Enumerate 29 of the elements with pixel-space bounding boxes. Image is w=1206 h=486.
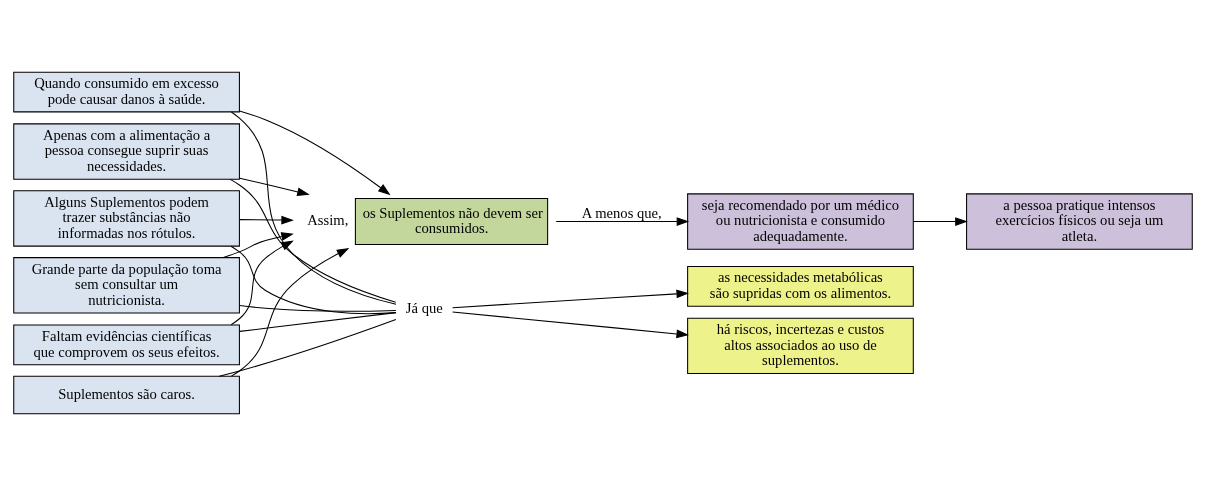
node-text: Já que	[405, 300, 443, 317]
node-box: a pessoa pratique intensos exercícios físicos ou seja um atleta.	[966, 193, 1193, 250]
edge-label: A menos que,	[581, 204, 662, 221]
node-box: seja recomendado por um médico ou nutricionista e consumido adequadamente.	[687, 193, 914, 250]
connector	[218, 319, 397, 377]
arrow	[239, 215, 294, 225]
arrow	[222, 232, 294, 259]
node-box: Faltam evidências científicas que comprovem os seus efeitos.	[13, 324, 240, 366]
node-box: Suplementos são caros.	[13, 375, 240, 415]
arrow	[239, 177, 310, 197]
node-box: Apenas com a alimentação a pessoa consegue suprir suas necessidades.	[13, 123, 240, 180]
node-box: Alguns Suplementos podem trazer substâncias não informadas nos rótulos.	[13, 190, 240, 247]
arrow	[230, 248, 350, 377]
connector	[239, 312, 397, 332]
node-box: Grande parte da população toma sem consultar um nutricionista.	[13, 257, 240, 314]
connector	[239, 305, 397, 312]
arrow	[452, 311, 689, 339]
arrow	[230, 240, 294, 326]
arrow	[238, 110, 391, 196]
node-box: Quando consumido em excesso pode causar danos à saúde.	[13, 71, 240, 113]
node-label: Assim,	[307, 212, 349, 229]
node-box: as necessidades metabólicas são supridas com os alimentos.	[687, 266, 914, 307]
connector	[230, 111, 397, 305]
connector	[230, 245, 397, 315]
arrow	[912, 217, 968, 226]
arrow	[555, 217, 690, 226]
connector	[229, 178, 397, 303]
arrow	[452, 289, 689, 309]
node-box: há riscos, incertezas e custos altos associados ao uso de suplementos.	[687, 317, 914, 375]
